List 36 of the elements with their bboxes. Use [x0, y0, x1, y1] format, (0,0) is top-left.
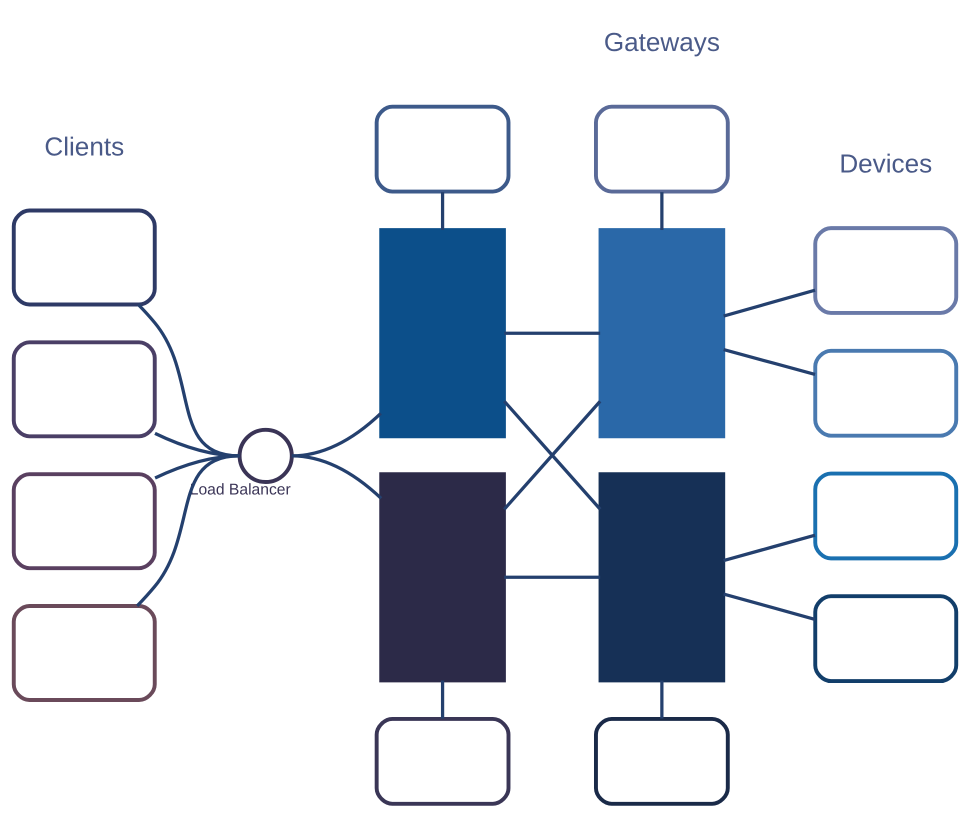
connector: [723, 348, 816, 376]
node-box: [813, 471, 958, 560]
connector: [503, 400, 602, 510]
node-box: [598, 228, 726, 438]
connector: [723, 592, 816, 620]
connector: [292, 454, 382, 500]
node-box: [379, 472, 506, 682]
connector: [137, 303, 240, 458]
connector: [440, 192, 444, 230]
node-box: [813, 226, 958, 314]
node-box: [12, 208, 157, 306]
connector: [660, 680, 664, 718]
node-box: [594, 104, 730, 194]
node-box: [594, 716, 730, 806]
connector: [504, 575, 600, 578]
node-box: [813, 348, 958, 438]
node-box: [374, 716, 510, 806]
connector: [660, 192, 664, 230]
node-box: [379, 228, 506, 438]
node-box: [813, 594, 958, 683]
connector: [723, 533, 816, 562]
connector: [136, 454, 240, 607]
node-box: [12, 340, 157, 438]
label: Clients: [44, 131, 124, 162]
node-box: [12, 472, 157, 570]
label: Devices: [839, 148, 932, 178]
connector: [154, 431, 240, 458]
node-box: [12, 604, 157, 702]
label: Gateways: [604, 26, 720, 57]
connector: [292, 412, 382, 458]
connector: [504, 331, 600, 334]
connector: [723, 288, 816, 318]
node-box: [598, 472, 726, 682]
connector: [440, 680, 444, 718]
node-box: [374, 104, 510, 194]
node-circle: [238, 427, 294, 484]
